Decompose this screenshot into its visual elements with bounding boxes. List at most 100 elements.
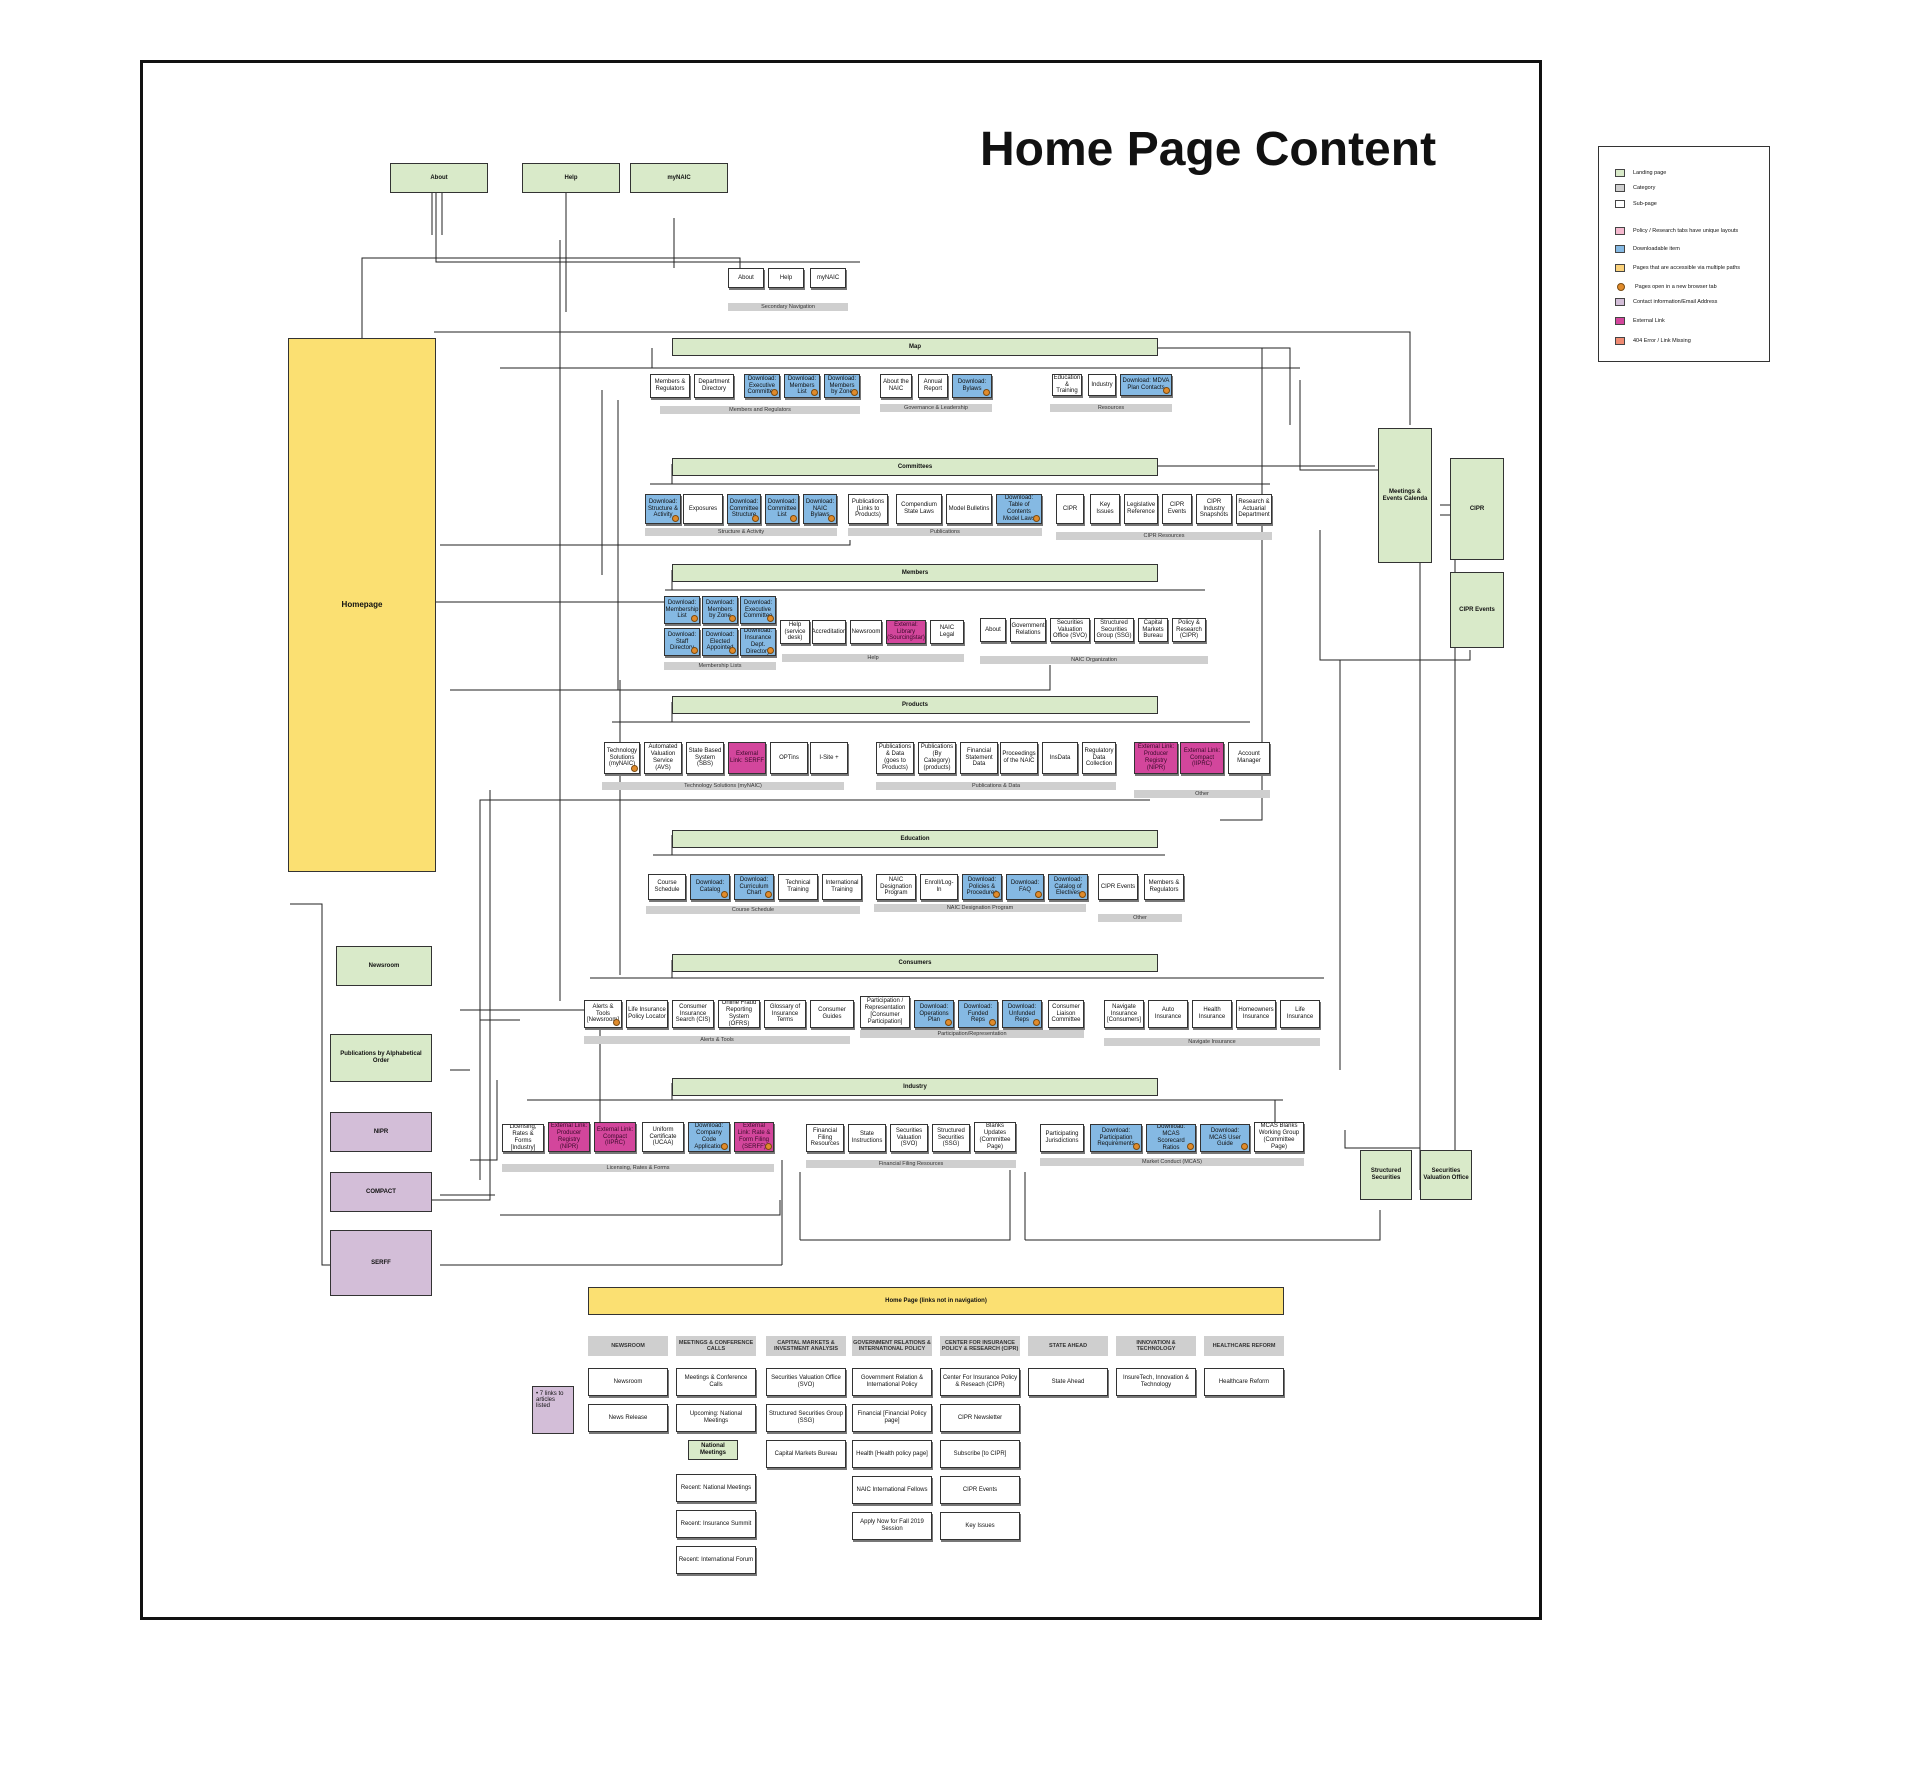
- education-enroll[interactable]: Enroll/Log-In: [920, 874, 958, 900]
- committees-research[interactable]: Research & Actuarial Department: [1236, 494, 1272, 524]
- products-ext-serff[interactable]: External Link: SERFF: [728, 742, 766, 774]
- products-insdata[interactable]: InsData: [1042, 742, 1078, 774]
- committees-dl-bylaws[interactable]: Download: NAIC Bylaws: [803, 494, 837, 524]
- members-svo[interactable]: Securities Valuation Office (SVO): [1050, 618, 1090, 642]
- map-dept-directory[interactable]: Department Directory: [694, 374, 734, 398]
- consumers-alerts[interactable]: Alerts & Tools [Newsroom]: [584, 1000, 622, 1028]
- education-dl-electives[interactable]: Download: Catalog of Electives: [1048, 874, 1088, 900]
- industry-svo[interactable]: Securities Valuation (SVO): [890, 1124, 928, 1152]
- education-dl-catalog[interactable]: Download: Catalog: [690, 874, 730, 900]
- map-dl-bylaws[interactable]: Download: Bylaws: [952, 374, 992, 398]
- cipr-landing[interactable]: CIPR: [1450, 458, 1504, 560]
- products-regulatory[interactable]: Regulatory Data Collection: [1082, 742, 1116, 774]
- newsroom-landing[interactable]: Newsroom: [336, 946, 432, 986]
- about-landing[interactable]: About: [390, 163, 488, 193]
- bottom-health-policy[interactable]: Health [Health policy page]: [852, 1440, 932, 1468]
- bottom-intl-fellows[interactable]: NAIC International Fellows: [852, 1476, 932, 1504]
- bottom-recent-forum[interactable]: Recent: International Forum: [676, 1546, 756, 1574]
- consumers-ofrs[interactable]: Online Fraud Reporting System (OFRS): [718, 1000, 760, 1028]
- industry-ext-nipr[interactable]: External Link: Producer Registry (NIPR): [548, 1122, 590, 1152]
- industry-dl-mcas-ratios[interactable]: Download: MCAS Scorecard Ratios: [1146, 1124, 1196, 1152]
- committees-model-bulletins[interactable]: Model Bulletins: [946, 494, 992, 524]
- committees-cipr-events[interactable]: CIPR Events: [1162, 494, 1192, 524]
- education-course-schedule[interactable]: Course Schedule: [648, 874, 686, 900]
- map-bar[interactable]: Map: [672, 338, 1158, 356]
- map-about-naic[interactable]: About the NAIC: [880, 374, 912, 398]
- industry-ucaa[interactable]: Uniform Certificate (UCAA): [642, 1122, 684, 1152]
- map-dl-members-zone[interactable]: Download: Members by Zone: [824, 374, 860, 398]
- industry-mcas-blanks[interactable]: MCAS Blanks Working Group (Committee Pag…: [1254, 1122, 1304, 1152]
- committees-legislative[interactable]: Legislative Reference: [1124, 494, 1158, 524]
- members-dl-insurance[interactable]: Download: Insurance Dept. Directory: [740, 628, 776, 656]
- education-bar[interactable]: Education: [672, 830, 1158, 848]
- map-dl-exec-committee[interactable]: Download: Executive Committee: [744, 374, 780, 398]
- bottom-news-release[interactable]: News Release: [588, 1404, 668, 1432]
- education-designation[interactable]: NAIC Designation Program: [876, 874, 916, 900]
- education-cipr-events[interactable]: CIPR Events: [1098, 874, 1138, 900]
- consumers-life[interactable]: Life Insurance: [1280, 1000, 1320, 1028]
- bottom-gov-relation[interactable]: Government Relation & International Poli…: [852, 1368, 932, 1396]
- products-ext-compact[interactable]: External Link: Compact (IIPRC): [1180, 742, 1224, 774]
- map-dl-mdva[interactable]: Download: MDVA Plan Contacts: [1120, 374, 1172, 396]
- committees-dl-list[interactable]: Download: Committee List: [765, 494, 799, 524]
- members-bar[interactable]: Members: [672, 564, 1158, 582]
- homepage-links-banner[interactable]: Home Page (links not in navigation): [588, 1287, 1284, 1315]
- consumers-guides[interactable]: Consumer Guides: [810, 1000, 854, 1028]
- members-capital[interactable]: Capital Markets Bureau: [1138, 618, 1168, 642]
- education-dl-faq[interactable]: Download: FAQ: [1006, 874, 1044, 900]
- map-edu-training[interactable]: Education & Training: [1052, 374, 1082, 396]
- secondary-mynaic[interactable]: myNAIC: [810, 268, 846, 288]
- map-dl-members-list[interactable]: Download: Members List: [784, 374, 820, 398]
- bottom-financial-policy[interactable]: Financial [Financial Policy page]: [852, 1404, 932, 1432]
- products-fin-statement[interactable]: Financial Statement Data: [960, 742, 998, 774]
- map-members-regulators[interactable]: Members & Regulators: [650, 374, 690, 398]
- committees-dl-structure[interactable]: Download: Structure & Activity: [645, 494, 681, 524]
- consumers-bar[interactable]: Consumers: [672, 954, 1158, 972]
- members-legal[interactable]: NAIC Legal: [930, 620, 964, 644]
- bottom-newsroom[interactable]: Newsroom: [588, 1368, 668, 1396]
- members-dl-staff[interactable]: Download: Staff Directory: [664, 628, 700, 656]
- members-dl-elected[interactable]: Download: Elected Appointed: [702, 628, 738, 656]
- consumers-dl-funded[interactable]: Download: Funded Reps: [958, 1000, 998, 1028]
- products-pubs-category[interactable]: Publications (By Category) (products): [918, 742, 956, 774]
- bottom-upcoming-meetings[interactable]: Upcoming: National Meetings: [676, 1404, 756, 1432]
- industry-fin-filing[interactable]: Financial Filing Resources: [806, 1124, 844, 1152]
- members-dl-zone[interactable]: Download: Members by Zone: [702, 596, 738, 624]
- bottom-healthcare-reform[interactable]: Healthcare Reform: [1204, 1368, 1284, 1396]
- bottom-insuretech[interactable]: InsureTech, Innovation & Technology: [1116, 1368, 1196, 1396]
- bottom-state-ahead[interactable]: State Ahead: [1028, 1368, 1108, 1396]
- committees-bar[interactable]: Committees: [672, 458, 1158, 476]
- committees-publications[interactable]: Publications (Links to Products): [848, 494, 888, 524]
- map-industry[interactable]: Industry: [1088, 374, 1116, 396]
- cipr-events-landing[interactable]: CIPR Events: [1450, 572, 1504, 648]
- members-dl-membership[interactable]: Download: Membership List: [664, 596, 700, 624]
- consumers-auto[interactable]: Auto Insurance: [1148, 1000, 1188, 1028]
- industry-dl-mcas-guide[interactable]: Download: MCAS User Guide: [1200, 1124, 1250, 1152]
- meetings-calendar-landing[interactable]: Meetings & Events Calenda: [1378, 428, 1432, 563]
- consumers-life-locator[interactable]: Life Insurance Policy Locator: [626, 1000, 668, 1028]
- consumers-dl-ops[interactable]: Download: Operations Plan: [914, 1000, 954, 1028]
- bottom-cipr-events[interactable]: CIPR Events: [940, 1476, 1020, 1504]
- products-ext-nipr[interactable]: External Link: Producer Registry (NIPR): [1134, 742, 1178, 774]
- consumers-glossary[interactable]: Glossary of Insurance Terms: [764, 1000, 806, 1028]
- products-account[interactable]: Account Manager: [1228, 742, 1270, 774]
- members-ssg[interactable]: Structured Securities Group (SSG): [1094, 618, 1134, 642]
- members-accreditation[interactable]: Accreditation: [812, 620, 846, 644]
- compact-node[interactable]: COMPACT: [330, 1172, 432, 1212]
- help-landing[interactable]: Help: [522, 163, 620, 193]
- members-gov-relations[interactable]: Government Relations: [1010, 618, 1046, 642]
- bottom-cipr-center[interactable]: Center For Insurance Policy & Reseach (C…: [940, 1368, 1020, 1396]
- committees-cipr-snapshots[interactable]: CIPR Industry Snapshots: [1196, 494, 1232, 524]
- industry-state-instr[interactable]: State Instructions: [848, 1124, 886, 1152]
- products-avs[interactable]: Automated Valuation Service (AVS): [644, 742, 682, 774]
- secondary-about[interactable]: About: [728, 268, 764, 288]
- committees-compendium[interactable]: Compendium State Laws: [896, 494, 942, 524]
- map-annual-report[interactable]: Annual Report: [918, 374, 948, 398]
- mynaic-landing[interactable]: myNAIC: [630, 163, 728, 193]
- industry-blanks[interactable]: Blanks Updates (Committee Page): [974, 1122, 1016, 1152]
- products-optins[interactable]: OPTins: [770, 742, 808, 774]
- bottom-recent-national[interactable]: Recent: National Meetings: [676, 1474, 756, 1502]
- homepage-node[interactable]: Homepage: [288, 338, 436, 872]
- products-isite[interactable]: I-Site +: [810, 742, 848, 774]
- industry-bar[interactable]: Industry: [672, 1078, 1158, 1096]
